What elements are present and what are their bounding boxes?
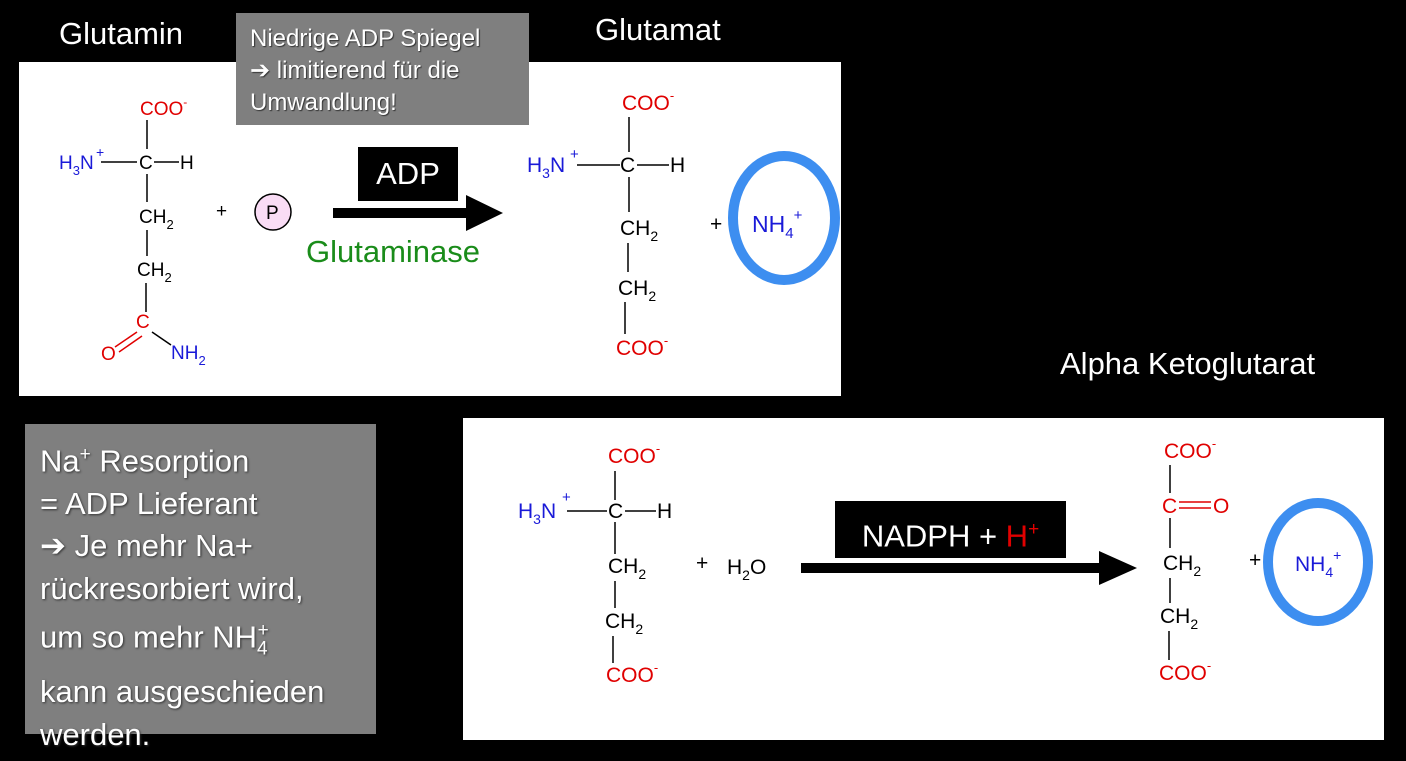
akg-ch2-1: CH2 — [1163, 552, 1201, 579]
akg-ch2-2: CH2 — [1160, 605, 1198, 632]
glutamin-amide-c: C — [136, 312, 150, 333]
akg-coo-bottom: COO- — [1159, 658, 1211, 685]
glutamin-n-plus: + — [96, 144, 104, 160]
glutamat-ch2-1: CH2 — [620, 217, 658, 244]
na-line-7: werden. — [40, 716, 151, 752]
glutamat-structure-2: COO- H3N + C H CH2 CH2 COO- — [518, 441, 672, 687]
glutamat-structure: COO- H3N + C H CH2 CH2 COO- — [527, 88, 685, 360]
phosphate-label: P — [266, 203, 279, 224]
glutamat-amino-group: H3N — [527, 154, 565, 181]
plus-sign-4: + — [1249, 549, 1261, 572]
akg-o: O — [1213, 495, 1229, 518]
na-line-3: ➔ Je mehr Na+ — [40, 528, 253, 564]
glutamin-alpha-c: C — [139, 153, 153, 174]
akg-coo-top: COO- — [1164, 436, 1216, 463]
phosphate-circle — [254, 193, 292, 231]
water: H2O — [727, 556, 766, 583]
ammonium-highlight-circle-2 — [1263, 498, 1373, 626]
reaction-arrow-top — [333, 195, 503, 231]
glutamat-label: Glutamat — [595, 12, 721, 47]
ammonium-product-2: NH4+ — [1295, 547, 1341, 580]
glutamat-ch2-2: CH2 — [618, 277, 656, 304]
na-line-4: rückresorbiert wird, — [40, 570, 304, 606]
plus-sign-1: + — [216, 201, 227, 222]
glutamat-alpha-c: C — [620, 154, 635, 177]
glutamin-label: Glutamin — [59, 16, 184, 51]
glu2-coo-bottom: COO- — [606, 660, 658, 687]
note-line-1: Niedrige ADP Spiegel — [250, 25, 481, 52]
ammonium-highlight-circle — [728, 151, 840, 285]
alpha-ketoglutarat-label: Alpha Ketoglutarat — [1060, 346, 1316, 381]
glutamin-amino-group: H3N2 — [59, 147, 101, 178]
glu2-n-plus: + — [562, 489, 571, 506]
adp-tag: ADP — [358, 147, 458, 201]
glutaminase-label: Glutaminase — [306, 234, 481, 269]
plus-sign-3: + — [696, 552, 708, 575]
glutamin-ch2-2: CH2 — [137, 260, 172, 285]
dehydrogenase-reaction-diagram: COO- H3N + C H CH2 CH2 COO- + H2O COO- C… — [518, 436, 1373, 687]
na-line-1: Na+ Resorption — [40, 443, 250, 479]
glutamin-coo: COO- — [140, 95, 187, 120]
glutamin-structure: COO- H3N2 + C H CH2 CH2 C O NH2 — [59, 95, 206, 368]
bottom-reaction-panel: COO- H3N + C H CH2 CH2 COO- + H2O COO- C… — [463, 418, 1384, 740]
nadph-tag: NADPH + H+ — [835, 501, 1066, 558]
glutamin-ch2-1: CH2 — [139, 207, 174, 232]
akg-keto-c: C — [1162, 495, 1177, 518]
glutamin-nh2: NH2 — [171, 343, 206, 368]
na-line-5: um so mehr NH4+ — [40, 619, 269, 660]
glu2-h: H — [657, 500, 672, 523]
ammonium-product: NH4+ — [752, 207, 803, 242]
glu2-ch2-1: CH2 — [608, 555, 646, 582]
glutamat-h: H — [670, 154, 685, 177]
plus-sign-2: + — [710, 213, 722, 236]
glutaminase-reaction-diagram: COO- H3N2 + C H CH2 CH2 C O NH2 + P COO- — [59, 88, 840, 368]
note-line-3: Umwandlung! — [250, 89, 397, 116]
adp-level-note: Niedrige ADP Spiegel ➔ limitierend für d… — [236, 13, 529, 125]
glu2-alpha-c: C — [608, 500, 623, 523]
na-resorption-box: Na+ Resorption = ADP Lieferant ➔ Je mehr… — [25, 424, 376, 752]
glutamat-coo-top: COO- — [622, 88, 674, 115]
glutamat-coo-bottom: COO- — [616, 333, 668, 360]
glu2-coo-top: COO- — [608, 441, 660, 468]
glu2-ch2-2: CH2 — [605, 610, 643, 637]
glutamin-h: H — [180, 153, 194, 174]
note-line-2: ➔ limitierend für die — [250, 57, 460, 84]
alpha-ketoglutarat-structure: COO- C O CH2 CH2 COO- — [1159, 436, 1229, 685]
glutamin-o: O — [101, 344, 116, 365]
glutamat-n-plus: + — [570, 146, 579, 163]
glu2-amino-group: H3N — [518, 500, 556, 527]
reaction-arrow-bottom — [801, 551, 1137, 585]
na-line-2: = ADP Lieferant — [40, 485, 258, 521]
na-line-6: kann ausgeschieden — [40, 674, 325, 710]
